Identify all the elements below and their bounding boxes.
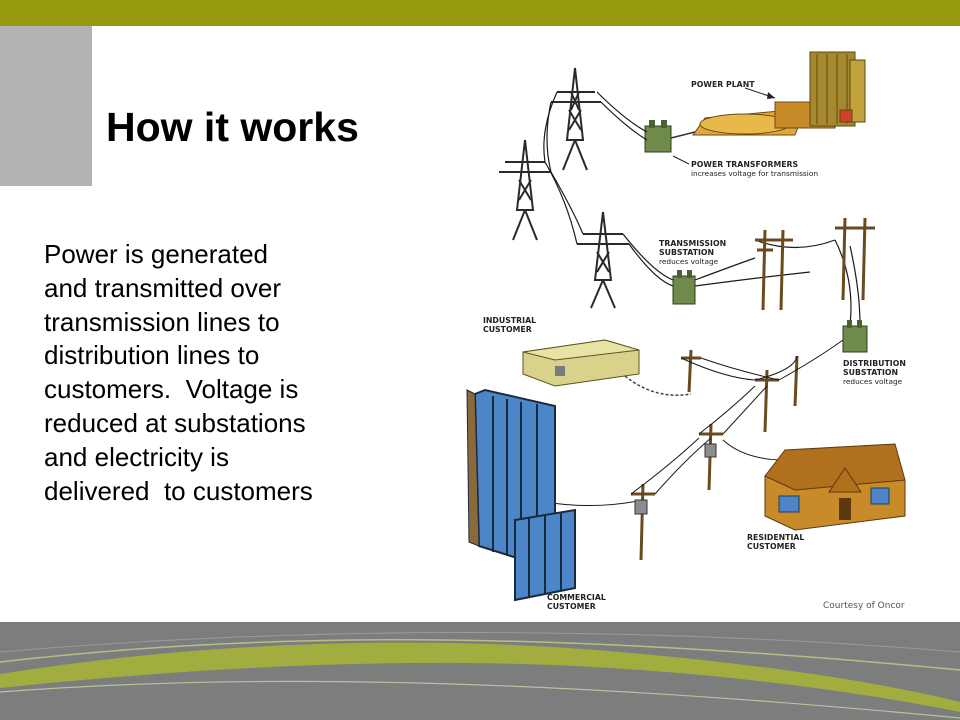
label-industrial-customer: INDUSTRIAL (483, 316, 536, 325)
label-transmission-substation-sub: reduces voltage (659, 257, 719, 266)
body-line: reduced at substations (44, 407, 306, 438)
footer-swoosh (0, 632, 960, 719)
label-power-plant: POWER PLANT (691, 80, 755, 89)
label-residential-customer: RESIDENTIAL (747, 533, 804, 542)
body-line: customers. Voltage is (44, 374, 299, 405)
utility-pole-icon (835, 217, 875, 301)
power-plant-icon (692, 51, 866, 136)
label-power-transformers: POWER TRANSFORMERS (691, 160, 799, 169)
label-transmission-substation-2: SUBSTATION (659, 248, 714, 257)
body-line: Power is generated (44, 239, 269, 269)
body-line: delivered to customers (44, 475, 313, 506)
label-industrial-customer-2: CUSTOMER (483, 325, 532, 334)
footer-band (0, 622, 960, 720)
body-line: and transmitted over (44, 272, 282, 303)
utility-pole-icon (755, 229, 793, 311)
power-grid-diagram: POWER PLANT POWER TRANSFORMERS increases… (466, 51, 906, 611)
transmission-tower-icon (499, 139, 551, 241)
title-side-block (0, 26, 92, 186)
distribution-substation-icon (842, 320, 868, 353)
label-residential-customer-2: CUSTOMER (747, 542, 796, 551)
body-line: distribution lines to (44, 340, 260, 371)
pole-transformer-icon (634, 499, 648, 515)
distribution-pole-icon (631, 349, 799, 561)
label-transmission-substation: TRANSMISSION (659, 239, 726, 248)
transmission-tower-icon (551, 67, 601, 171)
slide-title: How it works (106, 104, 359, 150)
commercial-customer-icon (466, 388, 576, 602)
label-commercial-customer-2: CUSTOMER (547, 602, 596, 611)
label-distribution-substation-2: SUBSTATION (843, 368, 898, 377)
industrial-customer-icon (522, 339, 640, 387)
residential-customer-icon (764, 443, 906, 531)
power-transformer-icon (644, 120, 672, 153)
top-accent-bar (0, 0, 960, 26)
body-line: transmission lines to (44, 306, 280, 337)
transmission-substation-icon (672, 270, 696, 305)
label-distribution-substation-sub: reduces voltage (843, 377, 903, 386)
image-credit: Courtesy of Oncor (823, 601, 905, 611)
label-commercial-customer: COMMERCIAL (547, 593, 606, 602)
transmission-tower-icon (577, 211, 629, 309)
body-line: and electricity is (44, 441, 229, 472)
label-power-transformers-sub: increases voltage for transmission (691, 169, 818, 178)
label-distribution-substation: DISTRIBUTION (843, 359, 906, 368)
slide-body-text: Power is generated and transmitted over … (44, 238, 384, 508)
distribution-lines (544, 339, 844, 507)
transmission-lines (543, 91, 861, 326)
pole-transformer-icon (704, 443, 717, 458)
